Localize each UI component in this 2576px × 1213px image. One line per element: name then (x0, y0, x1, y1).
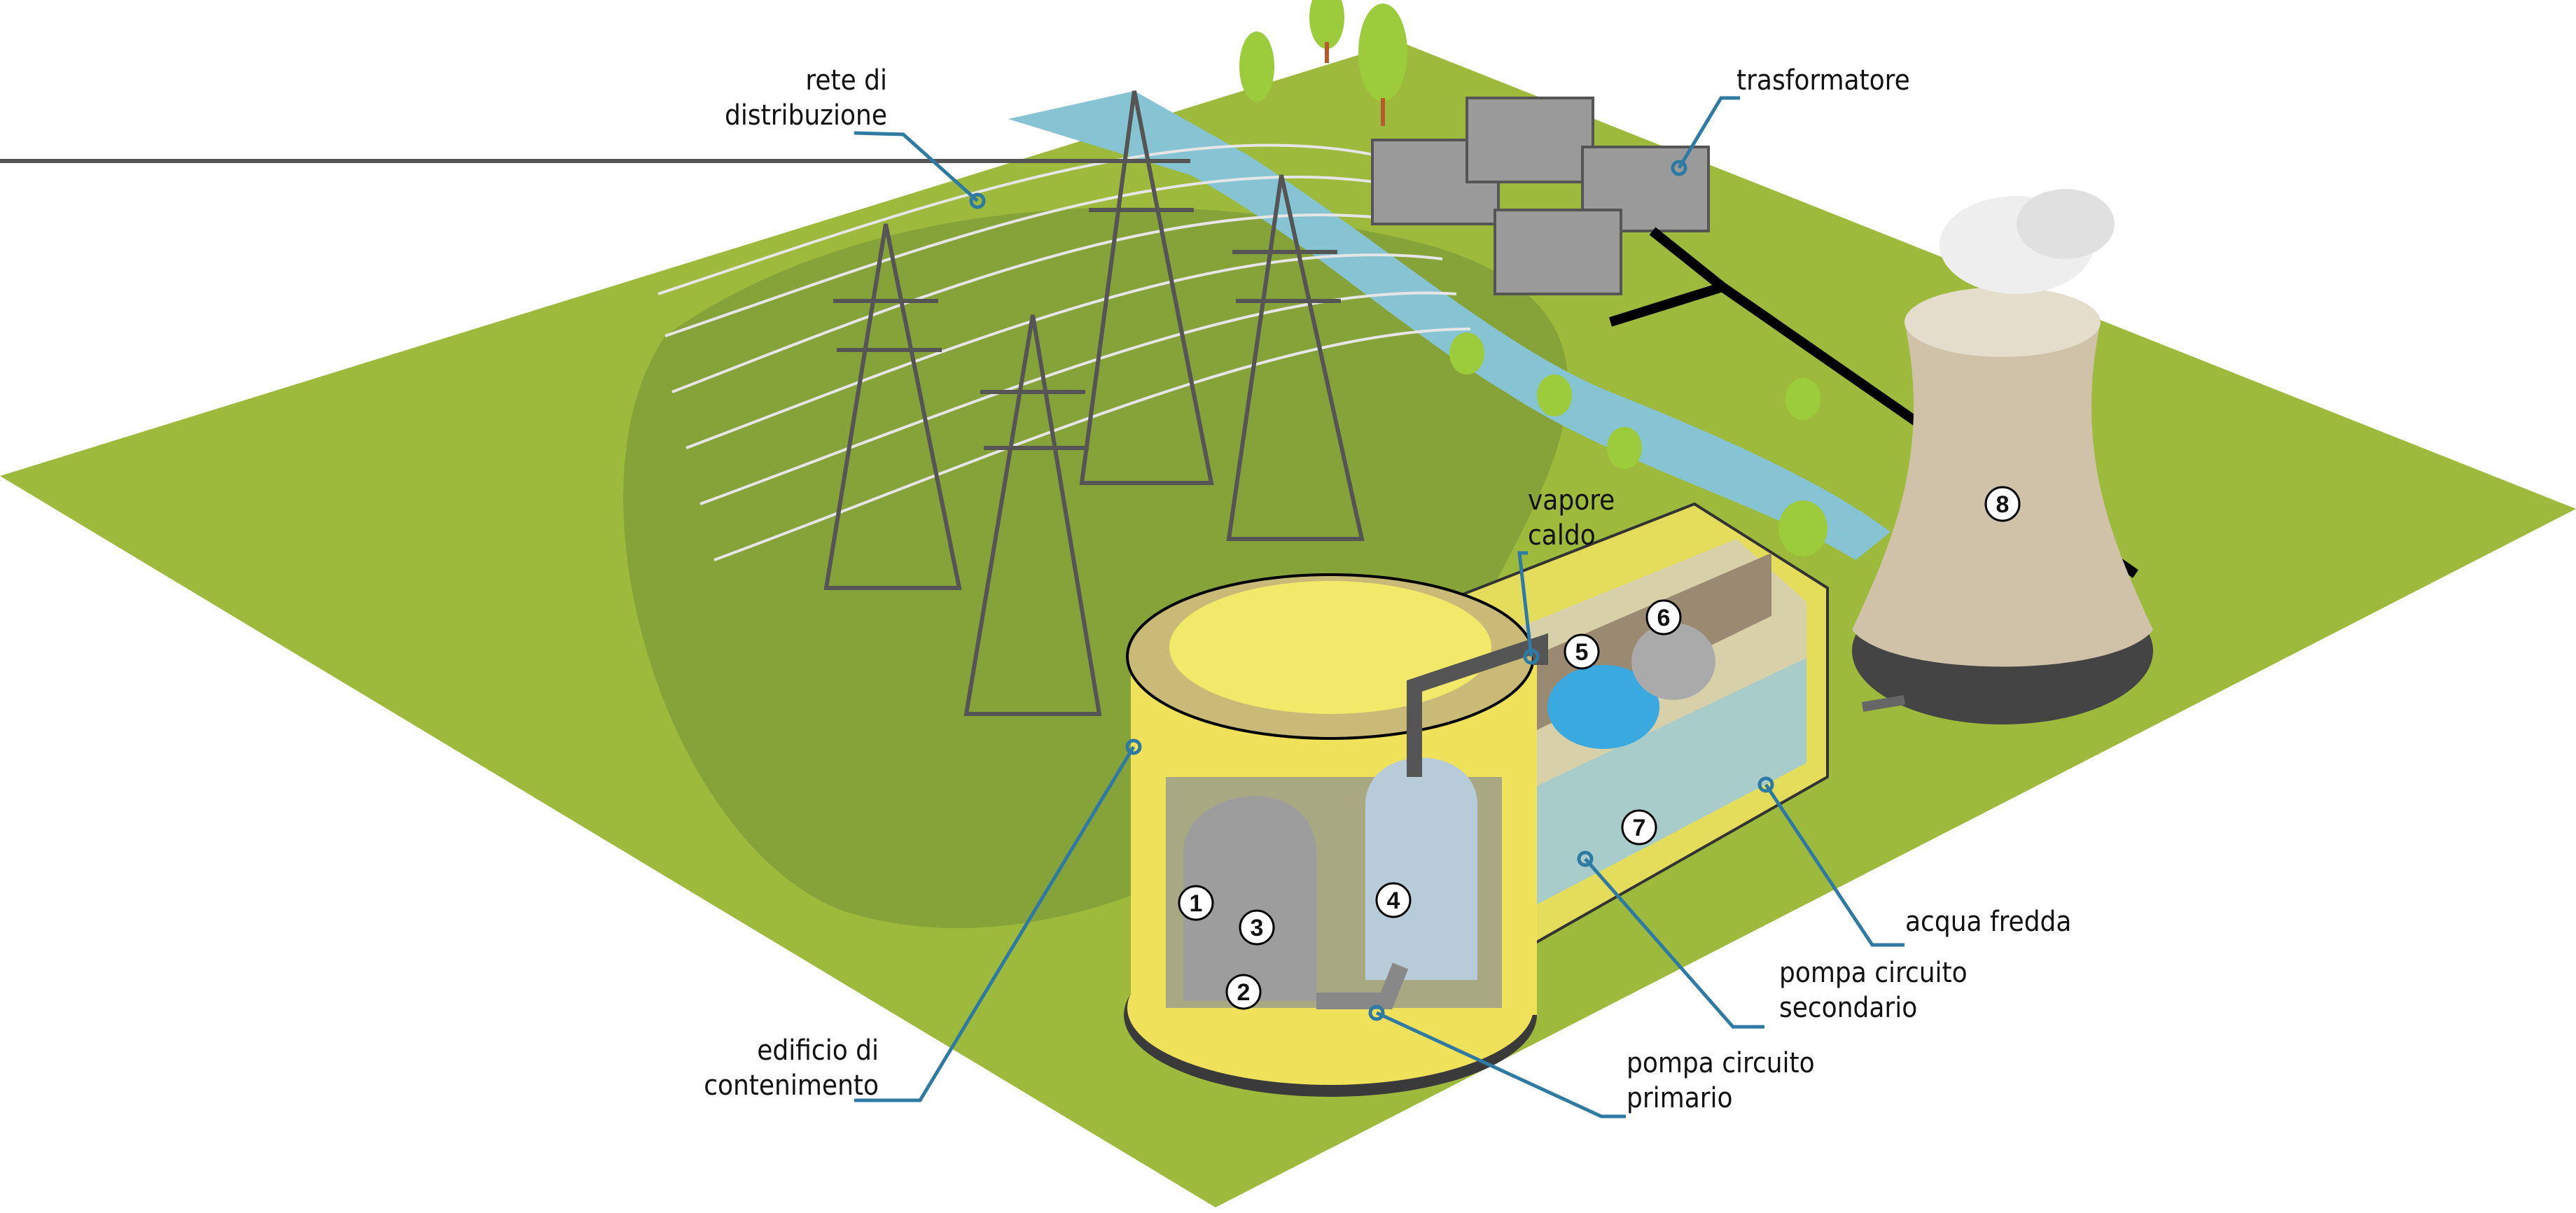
label-cold-water: acqua fredda (1905, 906, 2071, 938)
marker-7: 7 (1633, 815, 1646, 841)
label-steam-2: caldo (1528, 519, 1596, 552)
numbered-markers (1178, 486, 2021, 1010)
label-containment-2: contenimento (704, 1070, 879, 1102)
label-primary-pump-1: pompa circuito (1627, 1047, 1815, 1079)
marker-5: 5 (1575, 639, 1589, 666)
marker-4: 4 (1387, 888, 1400, 914)
marker-3: 3 (1251, 915, 1264, 941)
marker-2: 2 (1237, 979, 1251, 1006)
marker-1: 1 (1190, 890, 1203, 917)
containment-building (1124, 573, 1548, 1097)
marker-8: 8 (1996, 491, 2010, 518)
leader-lines (854, 96, 1905, 1119)
label-secondary-pump-2: secondario (1779, 992, 1917, 1024)
marker-6: 6 (1657, 605, 1671, 631)
label-transformer: trasformatore (1736, 64, 1910, 97)
label-primary-pump-2: primario (1627, 1082, 1733, 1114)
trees (1239, 0, 1827, 556)
label-grid-1: rete di (805, 64, 887, 97)
label-grid-2: distribuzione (725, 99, 887, 132)
river (1008, 91, 1891, 560)
label-steam-1: vapore (1528, 484, 1615, 517)
label-secondary-pump-1: pompa circuito (1779, 957, 1968, 989)
label-containment-1: edificio di (757, 1035, 879, 1067)
power-lines (657, 143, 1471, 561)
pylons (0, 90, 1365, 716)
transformers (1371, 97, 1710, 295)
